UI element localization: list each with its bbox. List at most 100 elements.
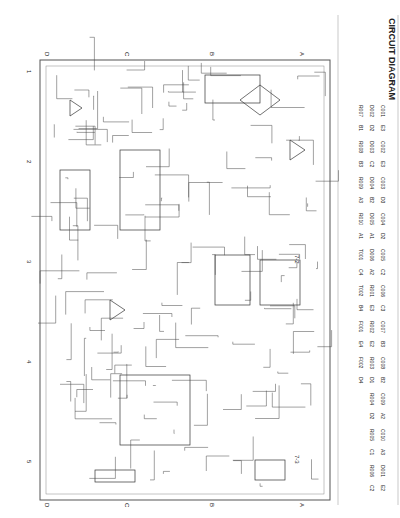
wire	[193, 247, 225, 255]
wire	[258, 246, 277, 259]
grid-marker: B	[209, 503, 215, 507]
part-reference: R001	[369, 285, 374, 297]
wire	[125, 214, 144, 215]
wire	[191, 308, 200, 324]
part-reference: D006	[369, 249, 374, 261]
inner-frame	[46, 66, 324, 494]
part-reference: R002	[369, 321, 374, 333]
grid-location: E3	[380, 125, 385, 131]
wire	[194, 394, 208, 426]
wire	[246, 391, 266, 406]
wire	[75, 126, 95, 144]
grid-marker: A	[299, 503, 305, 507]
part-reference: C002	[380, 141, 385, 153]
wire	[128, 87, 153, 108]
wire	[162, 303, 183, 306]
wire	[150, 451, 154, 480]
wire	[60, 384, 84, 403]
wire	[307, 203, 308, 206]
transformer	[260, 260, 300, 305]
wire	[87, 273, 117, 280]
part-reference: D001	[380, 465, 385, 477]
wire	[127, 61, 145, 70]
wire	[53, 125, 54, 138]
part-reference: D003	[369, 141, 374, 153]
wire	[97, 345, 121, 353]
wire	[118, 395, 127, 398]
grid-location: C4	[358, 269, 363, 275]
grid-location: D2	[380, 233, 385, 239]
wire	[201, 63, 226, 73]
wire	[85, 300, 113, 314]
page-number: 7-2	[294, 255, 300, 264]
wire	[100, 423, 116, 425]
wire	[31, 216, 52, 221]
part-reference: D004	[369, 177, 374, 189]
wire	[297, 299, 314, 310]
wire	[92, 367, 111, 380]
wire	[306, 198, 316, 211]
wire	[89, 457, 115, 479]
wire	[184, 82, 194, 99]
wire	[265, 307, 292, 309]
wire	[212, 255, 215, 275]
wire	[79, 91, 98, 129]
grid-location: A2	[369, 269, 374, 275]
part-reference: R008	[358, 141, 363, 153]
part-reference: R010	[358, 213, 363, 225]
wire	[316, 262, 318, 269]
wire	[146, 346, 166, 366]
wire	[160, 315, 164, 331]
wire	[153, 385, 156, 386]
wire	[57, 75, 73, 99]
wire	[245, 237, 255, 255]
wire	[160, 118, 164, 129]
part-reference: C004	[380, 213, 385, 225]
part-reference: C008	[380, 357, 385, 369]
grid-location: D4	[358, 377, 363, 383]
grid-location: B2	[380, 377, 385, 383]
wire	[188, 66, 199, 80]
wire	[269, 192, 290, 215]
wire	[293, 332, 314, 354]
part-reference: F001	[358, 321, 363, 332]
wire	[74, 129, 108, 142]
wire	[75, 398, 112, 419]
grid-location: D2	[369, 125, 374, 131]
wire	[177, 263, 189, 295]
frame	[40, 60, 330, 500]
wire	[77, 131, 95, 133]
bridge-rectifier	[240, 85, 280, 115]
wire	[213, 100, 215, 120]
wire	[182, 243, 192, 263]
wire	[74, 90, 89, 97]
wire	[73, 226, 78, 261]
grid-location: E2	[380, 485, 385, 491]
transformer	[215, 255, 250, 305]
wire	[316, 170, 339, 181]
wire	[185, 336, 218, 338]
wire	[164, 85, 189, 93]
part-reference: R009	[358, 177, 363, 189]
wire	[286, 303, 294, 324]
wire	[126, 364, 127, 398]
grid-marker: 4	[26, 360, 32, 363]
grid-location: C3	[380, 305, 385, 311]
wire	[132, 120, 152, 133]
wire	[114, 351, 119, 353]
wire	[145, 205, 179, 211]
wire	[233, 461, 241, 474]
wire	[66, 323, 71, 359]
wire	[155, 175, 189, 198]
grid-location: C2	[369, 161, 374, 167]
ic-block	[60, 170, 90, 230]
wire	[206, 456, 229, 471]
grid-location: E2	[369, 341, 374, 347]
grid-location: B4	[358, 305, 363, 311]
part-reference: C010	[380, 429, 385, 441]
part-reference: T002	[358, 285, 363, 296]
part-reference: T001	[358, 249, 363, 260]
grid-location: E3	[380, 161, 385, 167]
wire	[111, 374, 122, 398]
part-reference: C009	[380, 393, 385, 405]
